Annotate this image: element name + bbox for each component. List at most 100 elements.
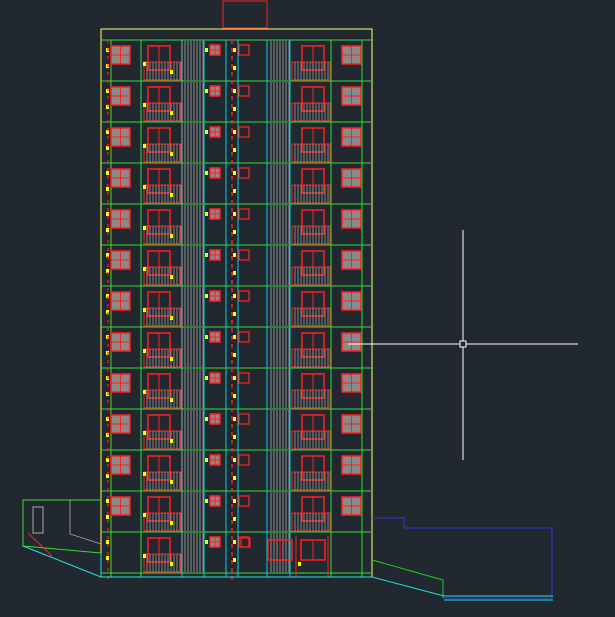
site-ground [22,499,553,601]
right-balcony-railing [291,307,331,327]
left-balcony-railing [143,266,182,286]
accent-mark [205,458,208,462]
left-balcony-railing [143,61,182,81]
accent-mark [106,146,109,150]
left-balcony-railing [143,430,182,450]
right-balcony-railing [291,143,331,163]
accent-mark [233,171,236,175]
accent-mark [143,144,146,148]
accent-mark [143,390,146,394]
accent-mark [233,376,236,380]
accent-mark [233,353,236,357]
right-balcony-railing [291,348,331,368]
accent-mark [205,417,208,421]
accent-mark [205,499,208,503]
accent-mark [233,148,236,152]
accent-mark [233,458,236,462]
left-gate [32,506,44,534]
accent-mark [233,476,236,480]
accent-mark [170,480,173,484]
accent-mark [170,562,173,566]
accent-mark [106,187,109,191]
core-window-right [238,495,250,507]
accent-mark [106,269,109,273]
accent-mark [106,499,109,503]
right-balcony-railing [291,225,331,245]
accent-mark [170,193,173,197]
left-balcony-railing [143,553,182,573]
accent-mark [106,556,109,560]
left-ground-line [22,545,102,578]
accent-mark [205,89,208,93]
left-balcony-railing [143,512,182,532]
left-balcony-railing [143,102,182,122]
right-balcony-railing [291,184,331,204]
left-balcony-railing [143,389,182,409]
accent-mark [143,554,146,558]
right-balcony-railing [291,266,331,286]
accent-mark [233,394,236,398]
left-balcony-railing [143,184,182,204]
accent-mark [143,431,146,435]
accent-mark [170,357,173,361]
accent-mark [143,267,146,271]
accent-mark [233,540,236,544]
right-ground-line [371,576,553,597]
accent-mark [143,308,146,312]
accent-mark [170,152,173,156]
accent-mark [106,540,109,544]
left-balcony-railing [143,225,182,245]
accent-mark [143,62,146,66]
accent-mark [205,171,208,175]
accent-mark [170,275,173,279]
roof-stair-house [222,0,268,29]
accent-mark [233,107,236,111]
accent-mark [233,48,236,52]
accent-mark [233,435,236,439]
accent-mark [170,70,173,74]
accent-mark [205,376,208,380]
core-window-right [238,249,250,261]
left-ramp [69,500,102,545]
right-site-wall [371,559,444,598]
accent-mark [106,212,109,216]
accent-mark [205,294,208,298]
accent-mark [233,130,236,134]
accent-mark [233,558,236,562]
left-balcony-railing [143,471,182,491]
left-balcony-railing [143,143,182,163]
right-balcony-railing [291,512,331,532]
accent-mark [233,89,236,93]
core-window-right [238,44,250,56]
accent-mark [106,130,109,134]
accent-mark [298,562,301,566]
left-red-diagonal [27,532,53,557]
accent-mark [170,111,173,115]
core-window-right [238,208,250,220]
core-window-right [238,290,250,302]
accent-mark [233,499,236,503]
core-window-right [238,413,250,425]
accent-mark [205,48,208,52]
accent-mark [143,185,146,189]
accent-mark [205,335,208,339]
left-site-wall [22,499,102,554]
accent-mark [170,398,173,402]
accent-mark [233,312,236,316]
accent-mark [233,189,236,193]
core-window-right [238,372,250,384]
left-balcony-railing [143,348,182,368]
right-balcony-railing [291,102,331,122]
accent-mark [233,66,236,70]
accent-mark [106,228,109,232]
accent-mark [233,517,236,521]
right-balcony-railing [291,389,331,409]
accent-mark [143,103,146,107]
building-elevation [100,0,373,580]
accent-mark [106,253,109,257]
accent-mark [143,226,146,230]
accent-mark [106,515,109,519]
core-window-right [238,167,250,179]
